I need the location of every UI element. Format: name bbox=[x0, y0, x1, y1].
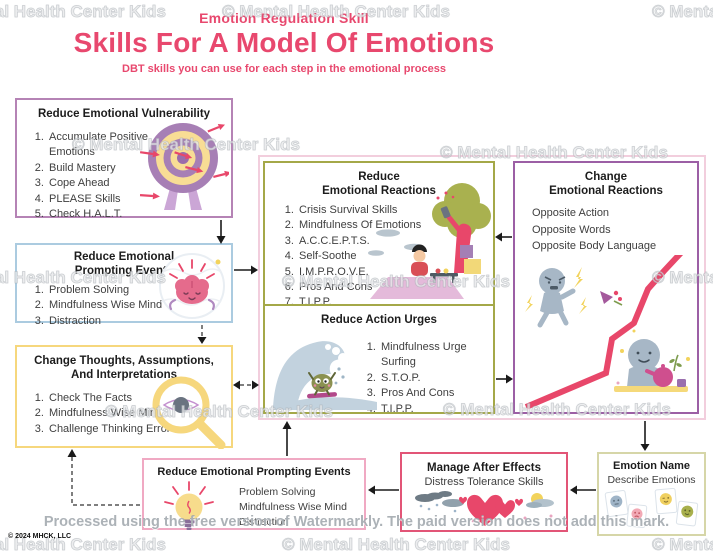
hearts-clouds-icon bbox=[415, 491, 554, 526]
list-item: Mindfulness Of Emotions bbox=[297, 218, 453, 233]
eyebrow-heading: Emotion Regulation Skill bbox=[199, 10, 369, 26]
emotion-photos-icon bbox=[604, 488, 699, 529]
list-item: Crisis Survival Skills bbox=[297, 203, 453, 218]
picnic-scene-icon bbox=[368, 183, 491, 299]
box-reduce-emotional-reactions: Reduce Emotional Reactions Crisis Surviv… bbox=[263, 161, 495, 308]
box-title: Manage After Effects bbox=[427, 462, 541, 474]
list-item: Build Mastery bbox=[47, 161, 169, 176]
lightbulb-icon bbox=[164, 481, 214, 530]
text-line: Opposite Body Language bbox=[532, 240, 657, 252]
list-item: Challenge Thinking Errors bbox=[47, 422, 187, 437]
box-title: Change Emotional Reactions bbox=[515, 163, 697, 199]
list-item: Pros And Cons bbox=[379, 386, 489, 401]
list-item: I.M.P.R.O.V.E. bbox=[297, 265, 453, 280]
box-reduce-emotional-prompting-events: Reduce Emotional Prompting Events Proble… bbox=[15, 243, 233, 327]
watermark-text: © Mental Health Center Kids bbox=[282, 535, 511, 551]
wave-surfer-icon bbox=[273, 341, 377, 410]
box-manage-after-effects: Manage After Effects Distress Tolerance … bbox=[400, 452, 568, 532]
list-item: Distraction bbox=[47, 314, 195, 329]
title-line: Reduce bbox=[358, 171, 400, 183]
box-title: Emotion Name bbox=[612, 460, 690, 472]
box-subtitle: Distress Tolerance Skills bbox=[424, 476, 544, 489]
page-title: Skills For A Model Of Emotions bbox=[73, 27, 495, 58]
title-line: Change bbox=[584, 171, 628, 183]
box-title: Change Thoughts, Assumptions, And Interp… bbox=[34, 355, 214, 382]
skill-lines: Problem Solving Mindfulness Wise Mind Di… bbox=[239, 485, 347, 531]
text-line: Mindfulness Wise Mind bbox=[239, 501, 347, 514]
list-item: Problem Solving bbox=[47, 283, 195, 298]
box-change-emotional-reactions: Change Emotional Reactions Opposite Acti… bbox=[513, 161, 699, 414]
skill-list: Problem Solving Mindfulness Wise Mind Di… bbox=[23, 283, 195, 329]
box-reduce-action-urges: Reduce Action Urges Mindfulness Urge Sur… bbox=[263, 304, 495, 417]
text-line: Opposite Action bbox=[532, 207, 610, 219]
list-item: PLEASE Skills bbox=[47, 192, 169, 207]
list-item: Mindfulness Wise Mind bbox=[47, 406, 187, 421]
box-title: Reduce Emotional Prompting Events bbox=[157, 466, 351, 478]
angry-to-calm-scene-icon bbox=[524, 255, 690, 410]
box-title: Reduce Action Urges bbox=[321, 314, 437, 326]
list-item: Accumulate Positive Emotions bbox=[47, 130, 169, 161]
list-item: Check H.A.L.T. bbox=[47, 207, 169, 222]
box-reduce-emotional-prompting-events-bottom: Reduce Emotional Prompting Events Proble… bbox=[142, 458, 366, 530]
magnifier-eye-icon bbox=[152, 376, 226, 449]
list-item: Pros And Cons bbox=[297, 280, 453, 295]
box-reduce-emotional-vulnerability: Reduce Emotional Vulnerability Accumulat… bbox=[15, 98, 233, 220]
page-subtitle: DBT skills you can use for each step in … bbox=[122, 63, 446, 76]
dartboard-target-icon bbox=[139, 123, 229, 210]
header: Emotion Regulation Skill Skills For A Mo… bbox=[0, 10, 568, 75]
skill-list: Mindfulness Urge Surfing S.T.O.P. Pros A… bbox=[355, 340, 489, 417]
text-line: Distraction bbox=[239, 516, 289, 529]
skill-list: Check The Facts Mindfulness Wise Mind Ch… bbox=[23, 391, 187, 437]
list-item: Mindfulness Wise Mind bbox=[47, 298, 195, 313]
opposite-skills-lines: Opposite Action Opposite Words Opposite … bbox=[532, 205, 656, 255]
text-line: Problem Solving bbox=[239, 486, 316, 498]
list-item: T.I.P.P. bbox=[379, 402, 489, 417]
box-title: Reduce Emotional Vulnerability bbox=[37, 108, 211, 120]
watermark-text: © Mental Health Center Kids bbox=[652, 2, 713, 22]
skill-list: Accumulate Positive Emotions Build Maste… bbox=[23, 130, 169, 222]
list-item: S.T.O.P. bbox=[379, 371, 489, 386]
meditating-brain-icon bbox=[159, 253, 225, 319]
watermark-text: © Mental Health Center Kids bbox=[652, 535, 713, 551]
box-change-thoughts-assumptions-interpretations: Change Thoughts, Assumptions, And Interp… bbox=[15, 345, 233, 449]
skill-list: Crisis Survival Skills Mindfulness Of Em… bbox=[273, 203, 453, 311]
list-item: Self-Soothe bbox=[297, 249, 453, 264]
list-item: A.C.C.E.P.T.S. bbox=[297, 234, 453, 249]
copyright-text: © 2024 MHCK, LLC bbox=[8, 533, 72, 540]
list-item: Mindfulness Urge Surfing bbox=[379, 340, 489, 371]
text-line: Opposite Words bbox=[532, 223, 611, 236]
list-item: Cope Ahead bbox=[47, 176, 169, 191]
box-title: Reduce Emotional Reactions bbox=[265, 163, 493, 199]
box-emotion-name: Emotion Name Describe Emotions bbox=[597, 452, 706, 536]
box-title: Reduce Emotional Prompting Events bbox=[73, 251, 175, 278]
title-line: Emotional Reactions bbox=[322, 185, 436, 198]
title-line: Emotional Reactions bbox=[549, 185, 663, 198]
box-subtitle: Describe Emotions bbox=[607, 473, 696, 486]
list-item: Check The Facts bbox=[47, 391, 187, 406]
